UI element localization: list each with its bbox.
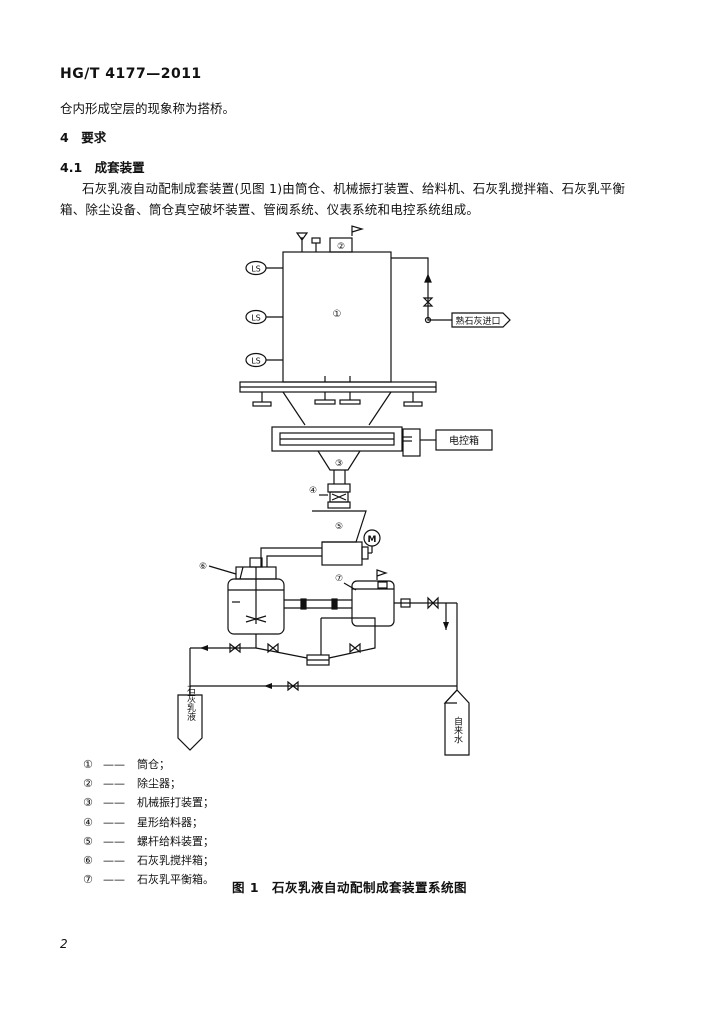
standard-code: HG/T 4177—2011 bbox=[60, 66, 202, 82]
screw-conveyor bbox=[321, 541, 363, 566]
label-5: ⑤ bbox=[335, 522, 343, 532]
water-valve-2 bbox=[427, 596, 439, 610]
vibration-frame bbox=[271, 426, 403, 452]
label-3: ③ bbox=[335, 459, 343, 469]
legend-item: ④——星形给料器； bbox=[83, 815, 203, 829]
control-box bbox=[435, 429, 493, 451]
legend-item: ⑥——石灰乳搅拌箱； bbox=[83, 854, 214, 868]
svg-text:LS: LS bbox=[251, 357, 261, 366]
outlet-valve-1 bbox=[229, 642, 241, 654]
outlet-valve-2 bbox=[267, 642, 279, 654]
outlet-valve-3 bbox=[349, 642, 361, 654]
tap-water-label: 自来水 bbox=[452, 715, 463, 743]
legend-item: ⑤——螺杆给料装置； bbox=[83, 834, 214, 848]
lime-milk-outlet-label: 石灰乳液 bbox=[185, 685, 196, 722]
water-valve-1 bbox=[400, 598, 411, 608]
return-valve bbox=[287, 680, 299, 692]
svg-text:M: M bbox=[368, 535, 377, 545]
level-switch-3: LS bbox=[245, 352, 283, 368]
legend-item: ②——除尘器； bbox=[83, 777, 181, 791]
vent-valve-icon bbox=[295, 232, 309, 242]
label-2-top: ② bbox=[337, 242, 345, 252]
quicklime-inlet-label: 熟石灰进口 bbox=[455, 315, 500, 327]
label-7: ⑦ bbox=[335, 574, 343, 584]
figure-legend: ①——筒仓； ②——除尘器； ③——机械振打装置； ④——星形给料器； ⑤——螺… bbox=[83, 755, 214, 889]
inlet-valve bbox=[422, 297, 434, 307]
tap-water-box bbox=[444, 689, 470, 756]
level-switch-1: LS bbox=[245, 260, 283, 276]
svg-text:LS: LS bbox=[251, 265, 261, 274]
label-6: ⑥ bbox=[199, 562, 207, 572]
previous-paragraph: 仓内形成空层的现象称为搭桥。 bbox=[60, 101, 236, 116]
flag-icon bbox=[351, 225, 365, 236]
section-4-heading: 4 要求 bbox=[60, 130, 107, 145]
inlet-pipe bbox=[391, 257, 452, 321]
page-number: 2 bbox=[60, 937, 68, 951]
section-4-1-paragraph-line1: 石灰乳液自动配制成套装置(见图 1)由筒仓、机械振打装置、给料机、石灰乳搅拌箱、… bbox=[82, 181, 626, 196]
label-1: ① bbox=[333, 309, 342, 320]
dust-collector bbox=[329, 237, 353, 253]
legend-item: ⑦——石灰乳平衡箱。 bbox=[83, 873, 214, 887]
balance-tank bbox=[351, 580, 395, 627]
section-4-1-heading: 4.1 成套装置 bbox=[60, 160, 145, 175]
gauge-icon bbox=[311, 237, 321, 244]
legend-item: ③——机械振打装置； bbox=[83, 796, 214, 810]
label-4: ④ bbox=[309, 486, 317, 496]
control-box-label: 电控箱 bbox=[449, 434, 479, 447]
flag-icon-7 bbox=[376, 569, 388, 580]
svg-text:LS: LS bbox=[251, 314, 261, 323]
section-4-1-paragraph-line2: 箱、除尘设备、筒仓真空破坏装置、管阀系统、仪表系统和电控系统组成。 bbox=[60, 202, 480, 217]
legend-item: ①——筒仓； bbox=[83, 758, 170, 771]
quicklime-inlet-box bbox=[451, 312, 511, 328]
level-switch-2: LS bbox=[245, 309, 283, 325]
mixer-motor bbox=[249, 557, 263, 568]
figure-caption: 图 1 石灰乳液自动配制成套装置系统图 bbox=[232, 880, 468, 895]
flow-arrow-up bbox=[424, 273, 432, 283]
lime-milk-outlet-box bbox=[177, 694, 203, 751]
